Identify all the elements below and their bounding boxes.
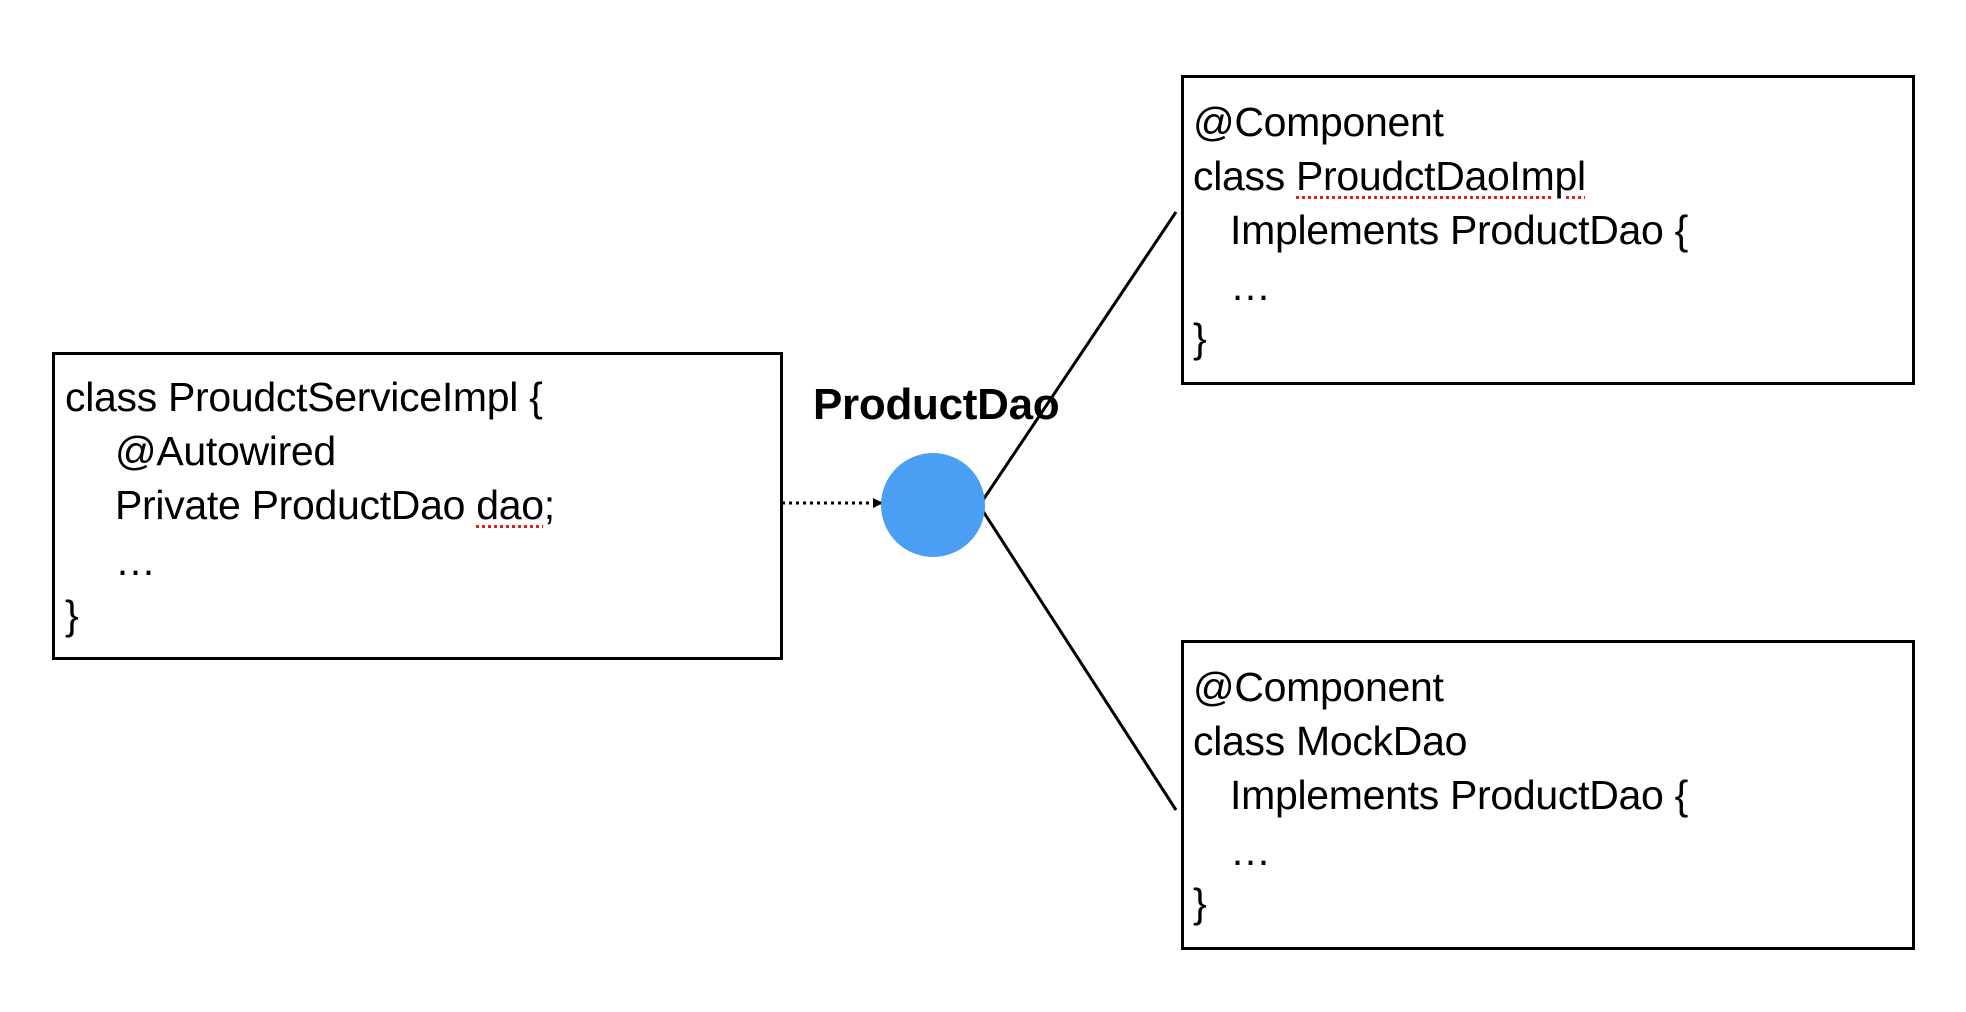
dao-field-name: dao — [476, 482, 544, 528]
service-ellipsis: … — [115, 538, 156, 584]
service-class-box: class ProudctServiceImpl { @Autowired Pr… — [52, 352, 783, 660]
top-ellipsis: … — [1230, 263, 1271, 309]
bottom-component-annotation: @Component — [1193, 664, 1444, 710]
dao-field-semicolon: ; — [543, 482, 555, 528]
bottom-implements-clause: Implements ProductDao { — [1230, 772, 1688, 818]
top-implements-clause: Implements ProductDao { — [1230, 207, 1688, 253]
impl-connector-top — [979, 211, 1178, 504]
bottom-ellipsis: … — [1230, 828, 1271, 874]
service-class-declaration: class ProudctServiceImpl { — [65, 374, 543, 420]
impl-box-proudctdaoimpl: @Component class ProudctDaoImpl Implemen… — [1181, 75, 1915, 385]
interface-label: ProductDao — [813, 380, 1060, 429]
top-component-annotation: @Component — [1193, 99, 1444, 145]
impl-box-mockdao: @Component class MockDao Implements Prod… — [1181, 640, 1915, 950]
impl-connector-bottom — [979, 507, 1178, 811]
bottom-closing-brace: } — [1193, 880, 1207, 926]
top-closing-brace: } — [1193, 315, 1207, 361]
bottom-class-declaration: class MockDao — [1193, 718, 1468, 764]
top-class-name: ProudctDaoImpl — [1296, 153, 1586, 199]
dao-field-type: Private ProductDao — [115, 482, 477, 528]
dao-field-declaration: Private ProductDao dao; — [115, 481, 555, 529]
top-class-keyword: class — [1193, 153, 1297, 199]
top-class-declaration: class ProudctDaoImpl — [1193, 152, 1586, 200]
service-closing-brace: } — [65, 592, 79, 638]
autowired-annotation: @Autowired — [115, 428, 336, 474]
interface-node-circle — [881, 453, 985, 557]
